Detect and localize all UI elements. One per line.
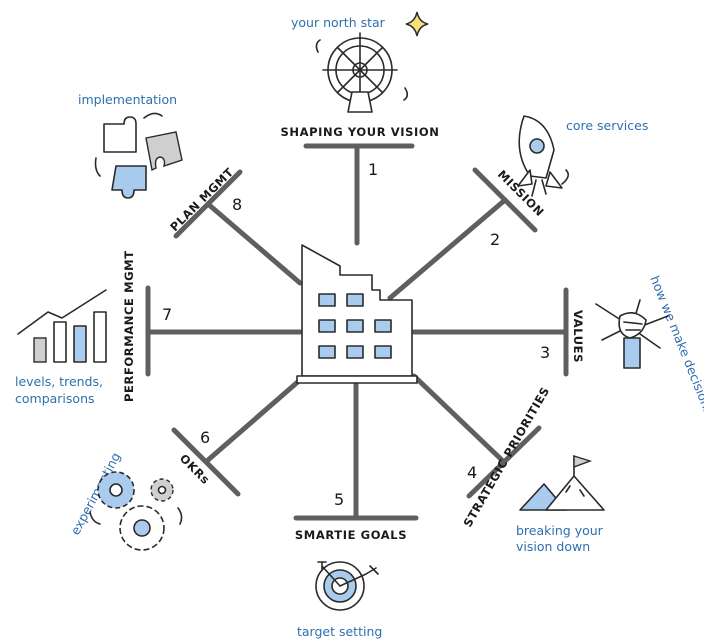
note-your-north-star: your north star (291, 15, 386, 30)
number-3: 3 (540, 343, 550, 362)
spoke-8 (205, 201, 303, 286)
target-icon (315, 561, 379, 611)
heading-values: VALUES (571, 310, 585, 363)
heading-okrs: OKRs (177, 451, 213, 487)
building-icon (296, 244, 418, 384)
heading-performance-mgmt: PERFORMANCE MGMT (122, 250, 136, 402)
gears-icon (89, 471, 183, 551)
spokes (145, 143, 569, 521)
note-target-setting: target setting (297, 624, 382, 639)
number-8: 8 (232, 195, 242, 214)
ship-wheel-icon (315, 32, 409, 113)
note-line-2: comparisons (15, 391, 95, 406)
note-core-services: core services (566, 118, 648, 133)
note-implementation: implementation (78, 92, 177, 107)
spoke-6 (205, 377, 303, 463)
number-7: 7 (162, 305, 172, 324)
number-2: 2 (490, 230, 500, 249)
rocket-icon (517, 115, 570, 197)
number-5: 5 (334, 490, 344, 509)
note-levels-trends-comparisons: levels, trends, comparisons (15, 374, 107, 406)
end-bar-2 (472, 167, 538, 233)
note-line-2: vision down (516, 539, 590, 554)
note-line-1: levels, trends, (15, 374, 103, 389)
end-bar-8 (173, 169, 243, 239)
heading-plan-mgmt: PLAN MGMT (167, 165, 236, 234)
spoke-end-bars (145, 143, 569, 521)
end-bar-6 (171, 427, 241, 497)
puzzle-icon (94, 112, 183, 199)
number-1: 1 (368, 160, 378, 179)
note-core-services-text: core services (566, 118, 648, 133)
note-line-1: breaking your (516, 523, 604, 538)
number-4: 4 (467, 463, 477, 482)
star-icon (405, 11, 429, 37)
end-bar-4 (466, 425, 542, 499)
spoke-2 (387, 197, 508, 301)
building-windows (318, 293, 392, 359)
joined-hands-icon (595, 299, 669, 369)
mountain-flag-icon (519, 455, 605, 511)
number-6: 6 (200, 428, 210, 447)
heading-shaping-your-vision: SHAPING YOUR VISION (280, 125, 439, 139)
bar-chart-icon (17, 289, 107, 363)
heading-smartie-goals: SMARTIE GOALS (295, 528, 407, 542)
note-breaking-your-vision-down: breaking your vision down (516, 523, 607, 554)
spoke-4 (411, 373, 507, 465)
